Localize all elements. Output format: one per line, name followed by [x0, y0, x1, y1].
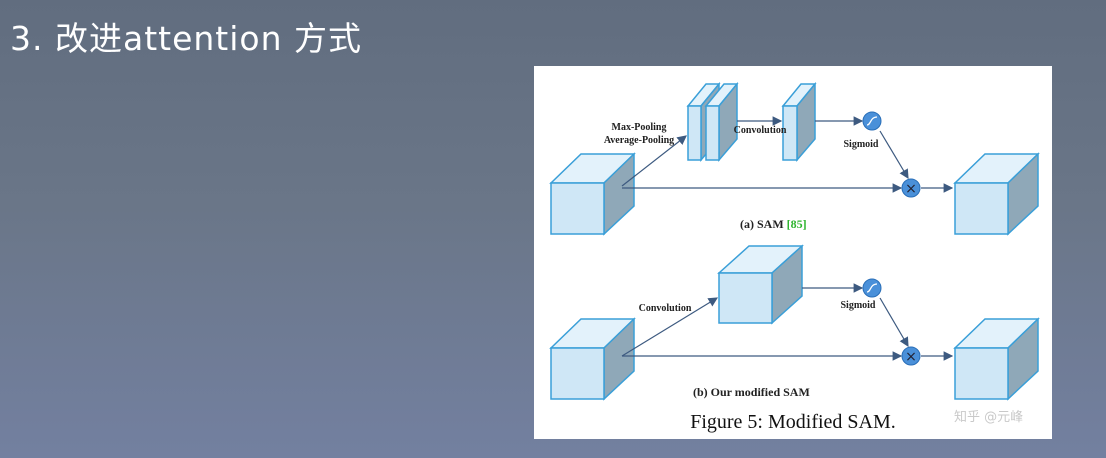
sigmoid-label-a: Sigmoid [843, 139, 878, 150]
max-pooling-label: Max-Pooling [612, 122, 667, 133]
sigmoid-icon [862, 278, 882, 298]
panel-a-title: (a) SAM [85] [740, 217, 807, 231]
conv-map-a [781, 81, 817, 163]
svg-text:×: × [905, 181, 917, 197]
multiply-icon: × [901, 346, 921, 366]
input-feature-cube-b [549, 317, 636, 401]
sam-diagram: × Max-Pooling Average-Pooling Convolutio… [549, 81, 1040, 401]
panel-b-title: (b) Our modified SAM [693, 385, 810, 399]
conv-map-b [717, 244, 804, 325]
sigmoid-label-b: Sigmoid [840, 300, 875, 311]
output-feature-cube-b [953, 317, 1040, 401]
sigmoid-icon [862, 111, 882, 131]
arrow-sigmoid-to-mult-b [879, 297, 909, 348]
average-pooling-label: Average-Pooling [604, 135, 674, 146]
svg-text:×: × [905, 349, 917, 365]
arrow-to-conv-b [621, 297, 719, 357]
pooled-maps-a [686, 81, 739, 163]
arrow-sigmoid-to-mult-a [879, 130, 909, 180]
figure-caption: Figure 5: Modified SAM. [690, 411, 896, 433]
multiply-icon: × [901, 178, 921, 198]
convolution-label-a: Convolution [734, 125, 787, 136]
figure-panel: × Max-Pooling Average-Pooling Convolutio… [534, 66, 1052, 439]
arrow-to-pooling-a [621, 135, 687, 187]
output-feature-cube-a [953, 152, 1040, 236]
watermark: 知乎 @元峰 [954, 410, 1024, 425]
input-feature-cube-a [549, 152, 636, 236]
convolution-label-b: Convolution [639, 303, 692, 314]
slide-title: 3. 改进attention 方式 [10, 19, 362, 58]
